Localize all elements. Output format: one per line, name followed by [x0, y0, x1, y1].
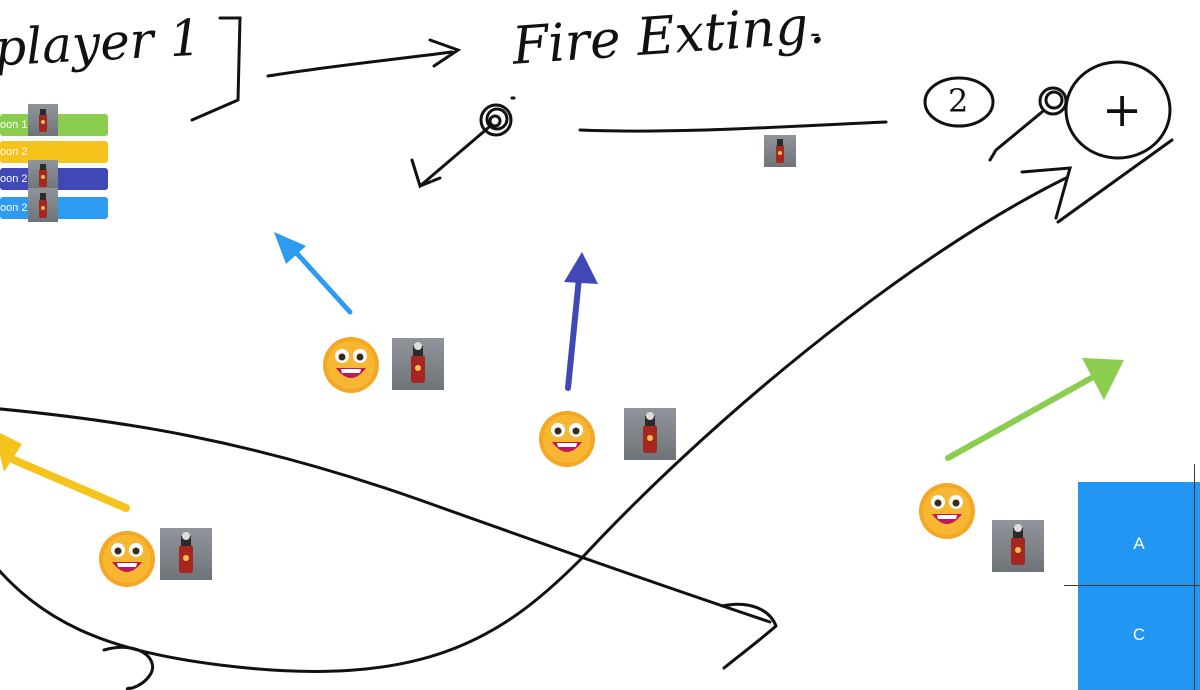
scribble-knot-right	[1038, 86, 1068, 116]
long-curve-up-head	[1020, 166, 1073, 220]
player-label: player 1	[0, 8, 203, 78]
long-curve-down	[0, 407, 772, 624]
fire-extinguisher-icon	[28, 160, 58, 190]
arrow-yellow	[0, 433, 130, 512]
scribble-knot-left	[479, 103, 513, 137]
grid-divider-vertical	[1194, 464, 1195, 690]
circled-number: 2	[948, 82, 969, 120]
circle-2-stroke	[923, 76, 995, 128]
player-token-3[interactable]	[98, 528, 214, 588]
fire-extinguisher-icon	[992, 520, 1044, 572]
plus-stroke-diag	[1056, 138, 1174, 224]
bracket-stroke	[190, 16, 242, 122]
divider-stroke	[578, 120, 888, 133]
legend-row-label: oon 2	[0, 173, 28, 185]
circle-plus-stroke	[1064, 60, 1172, 160]
fire-extinguisher-icon	[392, 338, 444, 390]
hose-stroke-left	[410, 126, 490, 189]
hose-stroke-right	[988, 110, 1044, 162]
legend-row-label: oon 2	[0, 202, 28, 214]
grid-cell-a-label: A	[1133, 534, 1145, 553]
fire-extinguisher-icon	[160, 528, 212, 580]
loop-bottom-left	[102, 645, 155, 690]
grinning-face-icon	[99, 531, 155, 587]
grid-divider-horizontal	[1064, 585, 1200, 586]
arrow-indigo	[564, 252, 598, 391]
long-curve-up	[0, 176, 1068, 673]
fire-extinguisher-icon	[28, 188, 58, 222]
grid-cell-a[interactable]: A	[1078, 482, 1200, 586]
circled-plus: +	[1102, 82, 1143, 138]
grid-panel	[1078, 482, 1200, 690]
legend: oon 1 oon 2 oon 2 oon 2	[0, 104, 110, 224]
legend-row-label: oon 2	[0, 146, 28, 158]
grinning-face-icon	[919, 483, 975, 539]
objective-dash: -	[810, 16, 821, 51]
title-arrow-head	[428, 38, 462, 68]
arrow-blue	[274, 232, 353, 315]
grid-cell-c-label: C	[1132, 625, 1146, 644]
fire-extinguisher-icon	[624, 408, 676, 460]
player-token-4[interactable]	[918, 482, 1046, 574]
legend-row-label: oon 1	[0, 119, 28, 131]
title-arrow	[266, 50, 454, 78]
fire-extinguisher-icon[interactable]	[764, 135, 796, 167]
grid-cell-c[interactable]: C	[1078, 586, 1200, 690]
player-token-1[interactable]	[322, 336, 444, 394]
grinning-face-icon	[539, 411, 595, 467]
arrow-green	[945, 358, 1124, 461]
long-curve-down-head	[720, 602, 778, 670]
legend-row-2[interactable]: oon 2	[0, 141, 108, 163]
fire-extinguisher-icon	[28, 104, 58, 136]
grinning-face-icon	[323, 337, 379, 393]
player-token-2[interactable]	[538, 408, 676, 468]
